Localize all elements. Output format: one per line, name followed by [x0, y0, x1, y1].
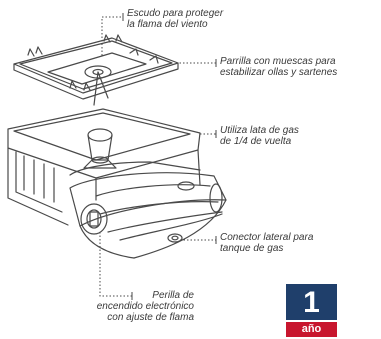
warranty-badge-unit: año [301, 323, 322, 335]
side-connector-illustration [167, 233, 183, 243]
warranty-badge-number: 1 [303, 286, 320, 319]
callout-grate-line1: Parrilla con muescas para [220, 56, 336, 67]
callout-knob-line1: Perilla de [152, 290, 194, 301]
knob-illustration [80, 203, 108, 235]
callout-knob-line2: encendido electrónico [96, 301, 194, 312]
callout-grate-line2: estabilizar ollas y sartenes [220, 67, 338, 78]
callout-side-connector-line1: Conector lateral para [220, 232, 314, 243]
callout-gas-can-line1: Utiliza lata de gas [220, 125, 299, 136]
callout-grate: Parrilla con muescas para estabilizar ol… [220, 56, 337, 78]
callout-wind-shield: Escudo para proteger la flama del viento [127, 8, 223, 30]
stove-body-illustration [7, 108, 201, 226]
gas-can-compartment-illustration [69, 172, 227, 259]
callout-gas-can-line2: de 1/4 de vuelta [220, 136, 292, 147]
leader-wind-shield [101, 16, 121, 56]
warranty-badge-divider [286, 320, 337, 323]
callout-side-connector-line2: tanque de gas [220, 243, 284, 254]
grate-illustration [13, 34, 179, 106]
leader-knob [99, 232, 132, 297]
callout-wind-shield-line2: la flama del viento [127, 19, 208, 30]
callout-gas-can: Utiliza lata de gas de 1/4 de vuelta [220, 125, 299, 147]
callout-side-connector: Conector lateral para tanque de gas [220, 232, 313, 254]
callout-knob: Perilla de encendido electrónico con aju… [82, 290, 194, 323]
warranty-badge: 1 año [286, 284, 337, 337]
callout-wind-shield-line1: Escudo para proteger [127, 8, 224, 19]
warranty-badge-top: 1 [286, 284, 337, 322]
warranty-badge-bottom: año [286, 322, 337, 337]
callout-knob-line3: con ajuste de flama [107, 312, 194, 323]
